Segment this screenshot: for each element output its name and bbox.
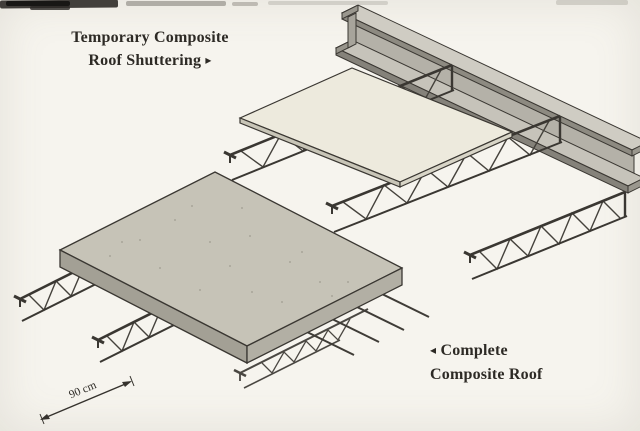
slab-front-right (246, 266, 403, 365)
speckle-dot (347, 281, 349, 283)
rebar-dowel (379, 292, 430, 318)
scan-artifact (126, 1, 226, 6)
girder-bottom-flange-end-right (627, 179, 640, 194)
dimension-arrowhead-right (122, 381, 132, 387)
joist-bottom-chord (243, 339, 341, 389)
label-line: Temporary Composite (44, 26, 256, 49)
rebar-dowel (354, 305, 405, 331)
concrete-speckles (109, 205, 349, 303)
speckle-dot (249, 235, 251, 237)
speckle-dot (289, 261, 291, 263)
panel-front-right (399, 131, 513, 188)
dimension-line (41, 381, 131, 420)
lattice-joist-3 (463, 190, 628, 280)
joist-top-chord (239, 308, 369, 374)
speckle-dot (319, 281, 321, 283)
rebar-dowels (304, 292, 430, 356)
scan-artifact (556, 0, 628, 5)
scan-artifact (6, 1, 70, 6)
speckle-dot (209, 241, 211, 243)
scan-artifact (268, 1, 388, 5)
shuttering-panel (238, 67, 514, 188)
joist-web-zigzag (478, 199, 622, 271)
dimension-arrowhead-left (40, 414, 50, 420)
label-text: Roof Shuttering (88, 52, 202, 70)
speckle-dot (281, 301, 283, 303)
girder-web-end-left (347, 12, 357, 49)
scan-artifact (30, 6, 70, 10)
pointer-left-icon: ◂ (430, 343, 437, 357)
speckle-dot (159, 267, 161, 269)
concrete-slab (58, 171, 404, 365)
label-text: Complete (440, 342, 508, 359)
scan-artifact (232, 2, 258, 6)
girder-top-flange-end-left (341, 4, 359, 20)
speckle-dot (301, 251, 303, 253)
speckle-dot (229, 265, 231, 267)
label-line: ◂ Complete (430, 339, 543, 363)
label-text: Temporary Composite (71, 29, 229, 46)
speckle-dot (121, 241, 123, 243)
girder-top-flange-end-right (631, 145, 640, 157)
joist-bottom-chord (333, 141, 563, 233)
speckle-dot (251, 291, 253, 293)
dimension-90cm: 90 cm (39, 375, 135, 425)
label-temporary-shuttering: Temporary Composite Roof Shuttering ▸ (44, 26, 256, 72)
speckle-dot (191, 205, 193, 207)
speckle-dot (109, 255, 111, 257)
label-line: Roof Shuttering ▸ (44, 49, 256, 72)
label-text: Composite Roof (430, 366, 543, 383)
joist-top-chord (469, 190, 626, 257)
label-line: Composite Roof (430, 363, 543, 387)
speckle-dot (199, 289, 201, 291)
dimension-tick (39, 413, 45, 425)
under-slab-joist-front (233, 308, 369, 389)
speckle-dot (174, 219, 176, 221)
rebar-dowel (329, 317, 380, 343)
speckle-dot (139, 239, 141, 241)
speckle-dot (241, 207, 243, 209)
dimension-tick (129, 375, 135, 387)
speckle-dot (331, 295, 333, 297)
pointer-right-icon: ▸ (205, 53, 212, 68)
label-complete-roof: ◂ Complete Composite Roof (430, 339, 543, 387)
rebar-dowel (304, 330, 355, 356)
joist-bottom-chord (471, 215, 628, 280)
